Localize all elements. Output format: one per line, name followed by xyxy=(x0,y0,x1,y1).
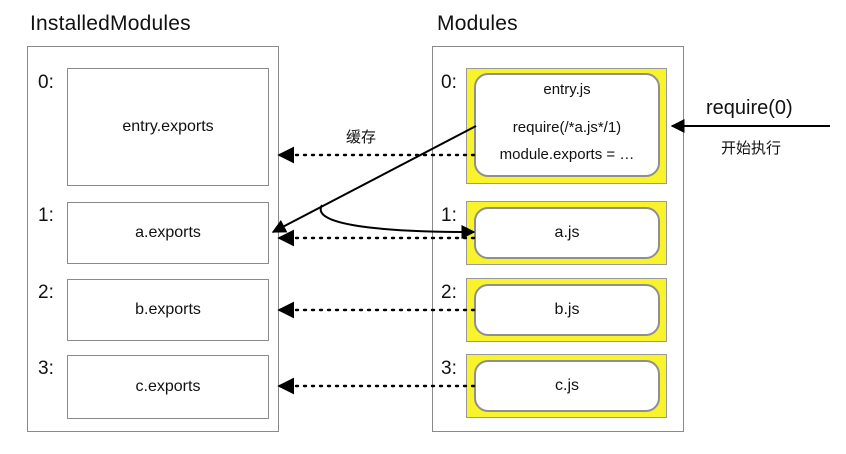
installed-cell-b: b.exports xyxy=(67,279,269,341)
module-c-box: c.js xyxy=(474,360,660,412)
module-entry-box: entry.js require(/*a.js*/1) module.expor… xyxy=(474,73,660,177)
start-exec-label: 开始执行 xyxy=(721,140,782,157)
installed-cell-a: a.exports xyxy=(67,202,269,264)
installed-cell-c: c.exports xyxy=(67,355,269,419)
module-index-1: 1: xyxy=(441,205,457,226)
module-b-box: b.js xyxy=(474,284,660,336)
installed-index-2: 2: xyxy=(38,282,54,303)
require-call-label: require(0) xyxy=(706,97,793,119)
module-a-box: a.js xyxy=(474,207,660,259)
cache-label: 缓存 xyxy=(346,129,377,146)
installed-index-3: 3: xyxy=(38,358,54,379)
installed-index-1: 1: xyxy=(38,205,54,226)
entry-exports-line: module.exports = … xyxy=(499,146,635,163)
installed-modules-title: InstalledModules xyxy=(30,12,191,35)
installed-cell-entry: entry.exports xyxy=(67,68,269,186)
module-index-0: 0: xyxy=(441,72,457,93)
entry-js-label: entry.js xyxy=(543,81,591,98)
module-index-3: 3: xyxy=(441,358,457,379)
modules-title: Modules xyxy=(437,12,518,35)
installed-index-0: 0: xyxy=(38,72,54,93)
entry-require-line: require(/*a.js*/1) xyxy=(512,119,622,136)
module-index-2: 2: xyxy=(441,282,457,303)
